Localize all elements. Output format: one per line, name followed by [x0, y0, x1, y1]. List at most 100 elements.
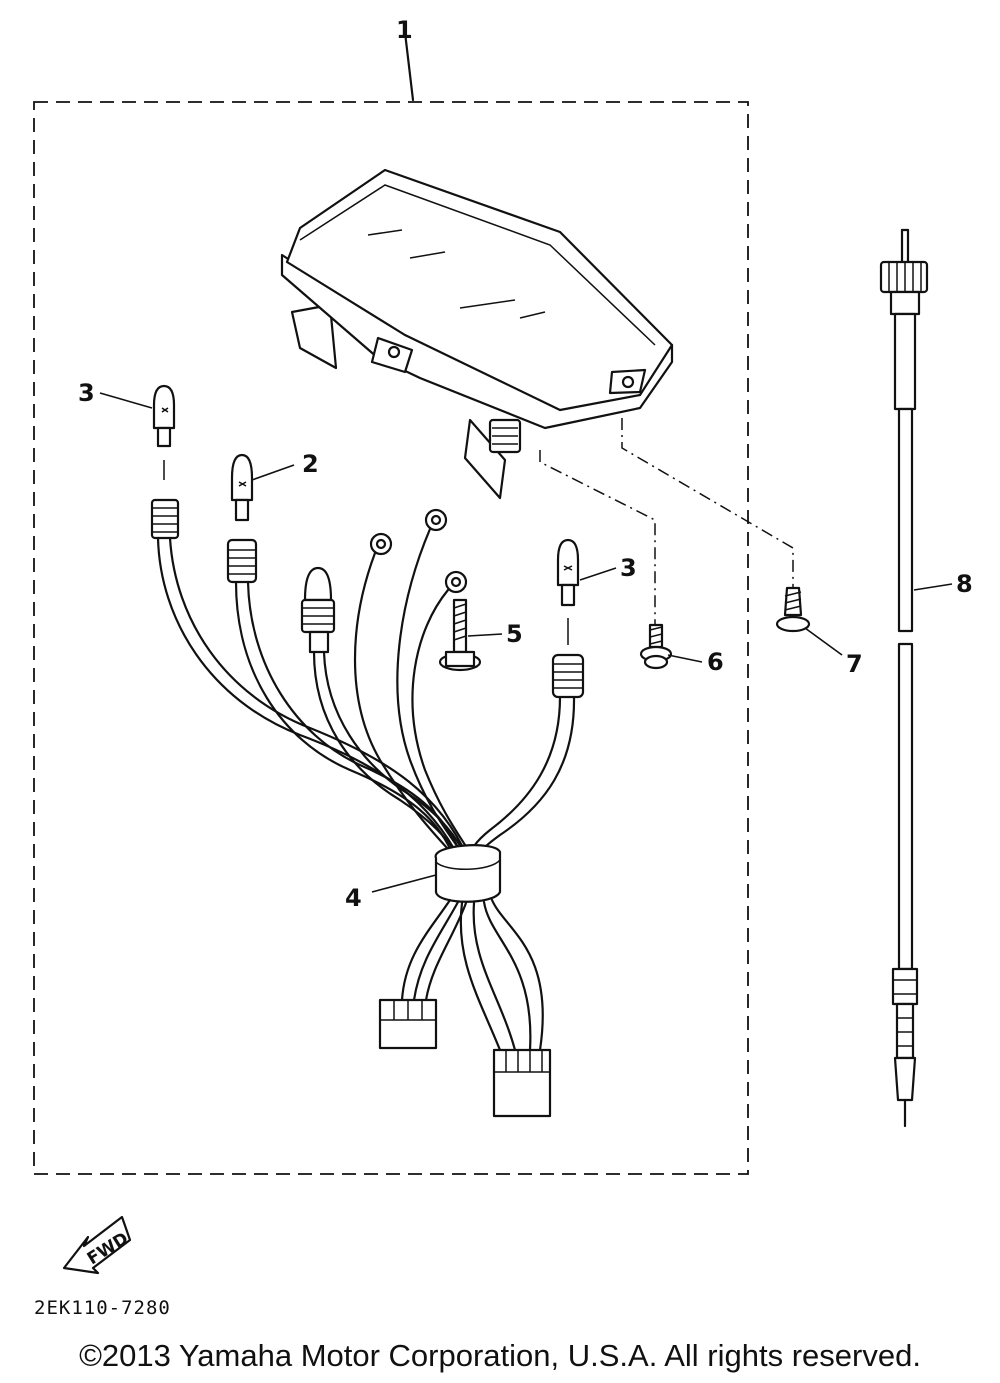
harness-wire — [476, 695, 576, 862]
cable-sheath-lower — [897, 642, 914, 971]
bulb-glass — [556, 538, 580, 587]
harness-wire — [353, 551, 460, 862]
harness-wire — [468, 695, 562, 862]
nut-knurl — [888, 262, 922, 292]
bulb-2 — [230, 453, 254, 522]
cable-boot — [893, 312, 917, 411]
mounting-ear-right — [608, 368, 647, 395]
callout-6: 6 — [707, 648, 724, 676]
callout-2: 2 — [302, 450, 319, 478]
leader-2 — [251, 464, 295, 481]
harness-clamp — [434, 844, 502, 903]
mounting-ear-left — [370, 336, 414, 374]
drawing-code: 2EK110-7280 — [34, 1297, 171, 1319]
screw-thread — [784, 591, 802, 611]
mounting-hole-left — [387, 345, 401, 359]
connector-detail — [494, 1050, 550, 1073]
leader-3-left — [99, 392, 153, 409]
bulb-filament — [161, 407, 169, 413]
cable-core — [900, 228, 910, 264]
screw-thread — [649, 626, 663, 645]
bulb-3-right — [556, 538, 580, 645]
cable-collar — [889, 290, 921, 316]
assembly-boundary — [33, 101, 749, 1175]
screw-head — [444, 650, 476, 668]
harness-wire — [411, 588, 476, 862]
harness-wire — [168, 536, 470, 860]
screw-7 — [775, 586, 811, 633]
cover-reflection — [409, 251, 446, 259]
leader-3-right — [579, 567, 617, 581]
speedometer-cable-8 — [879, 228, 929, 1128]
socket-neck — [308, 630, 330, 654]
screw-head — [643, 654, 669, 670]
housing-cover — [285, 168, 674, 412]
harness-wire — [482, 900, 532, 1052]
cable-end-tip — [893, 1056, 917, 1102]
harness-socket — [551, 653, 585, 699]
boot-detail — [893, 979, 917, 995]
bulb-base — [560, 583, 576, 607]
bulb-3-left — [152, 384, 176, 480]
bulb-glass — [230, 453, 254, 502]
callout-7: 7 — [846, 650, 863, 678]
harness-wire — [490, 898, 544, 1052]
callout-8: 8 — [956, 570, 973, 598]
mounting-hole-right — [621, 375, 635, 389]
harness-bulb — [303, 566, 333, 602]
fwd-arrow-shape — [62, 1215, 132, 1275]
socket-thread — [228, 549, 256, 575]
leader-7 — [804, 627, 843, 656]
ring-terminal-hole — [375, 538, 387, 550]
fwd-arrow-icon: FWD — [62, 1215, 132, 1275]
callout-5: 5 — [506, 620, 523, 648]
harness-wire — [234, 580, 457, 862]
copyright-notice: ©2013 Yamaha Motor Corporation, U.S.A. A… — [79, 1338, 921, 1373]
clamp-edge — [435, 859, 501, 870]
socket-thread — [492, 427, 518, 445]
cover-ridge — [299, 184, 656, 346]
harness-wire — [322, 650, 468, 860]
harness-wire — [400, 898, 452, 1002]
assembly-leader-line — [402, 22, 415, 102]
wire-harness-4 — [150, 498, 585, 1118]
screw-head — [775, 615, 811, 633]
screw-5 — [438, 598, 482, 672]
leader-6 — [667, 654, 703, 663]
cover-reflection — [367, 229, 403, 236]
socket-thread — [553, 663, 583, 689]
socket-thread — [152, 507, 178, 533]
cover-reflection — [459, 299, 516, 309]
leader-to-part-6 — [539, 450, 656, 625]
harness-socket — [150, 498, 180, 540]
harness-wire — [459, 901, 502, 1052]
cable-end-boot — [891, 967, 919, 1006]
ring-terminal — [444, 570, 468, 594]
bulb-base — [234, 498, 250, 522]
side-bracket — [290, 303, 338, 370]
callout-3-right: 3 — [620, 554, 637, 582]
harness-wire — [312, 650, 462, 862]
bulb-base — [156, 426, 172, 448]
leader-to-part-7 — [621, 418, 794, 588]
harness-wire — [412, 900, 460, 1002]
cover-reflection — [519, 311, 546, 319]
socket-thread — [302, 607, 334, 625]
harness-wire — [396, 527, 468, 862]
meter-housing — [280, 168, 674, 500]
ring-terminal-hole — [430, 514, 442, 526]
shaft-detail — [897, 1017, 913, 1047]
cable-end-shaft — [895, 1002, 915, 1060]
bulb-filament — [238, 481, 247, 487]
screw-thread — [453, 603, 467, 641]
harness-wire — [156, 536, 462, 862]
ring-terminal — [424, 508, 448, 532]
callout-3-left: 3 — [78, 379, 95, 407]
leader-4 — [371, 874, 437, 893]
ring-terminal-hole — [450, 576, 462, 588]
bulb-filament — [563, 565, 573, 571]
cable-sheath-upper — [897, 407, 914, 633]
harness-wire — [472, 901, 517, 1052]
